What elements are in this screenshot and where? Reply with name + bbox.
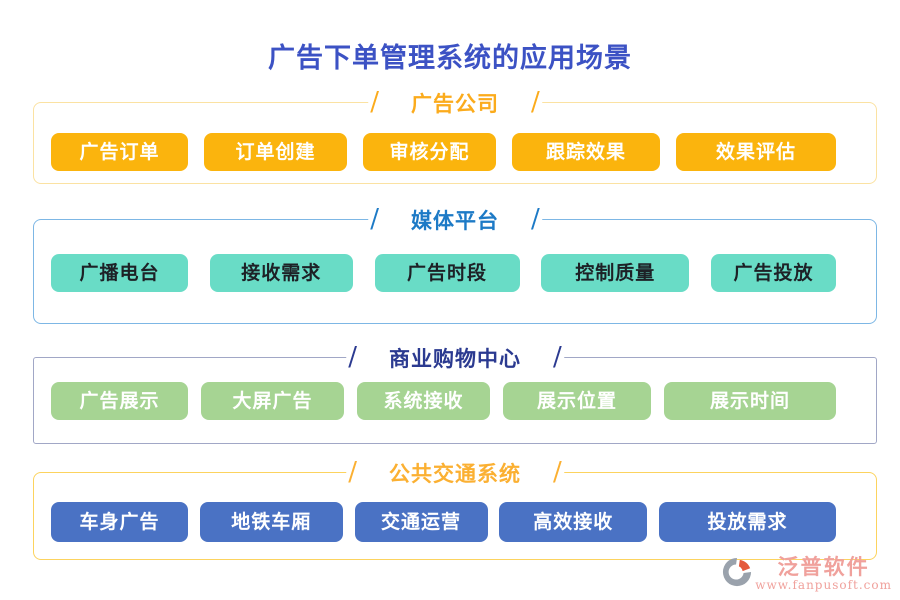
section-title: 公共交通系统 bbox=[389, 461, 521, 486]
diagram-node: 系统接收 bbox=[357, 382, 490, 420]
diagram-node: 广告订单 bbox=[51, 133, 188, 171]
watermark-text: 泛普软件 www.fanpusoft.com bbox=[755, 555, 892, 592]
section-title: 媒体平台 bbox=[411, 208, 499, 233]
diagram-node: 地铁车厢 bbox=[199, 502, 343, 542]
diagram-node: 订单创建 bbox=[204, 133, 347, 171]
slash-decoration-right: / bbox=[553, 457, 562, 487]
diagram-node: 高效接收 bbox=[499, 502, 648, 542]
section-header: / 媒体平台 / bbox=[368, 205, 542, 235]
node-row: 广告订单 订单创建 审核分配 跟踪效果 效果评估 bbox=[51, 133, 836, 171]
node-row: 车身广告 地铁车厢 交通运营 高效接收 投放需求 bbox=[51, 502, 836, 542]
diagram-node: 投放需求 bbox=[659, 502, 836, 542]
section-header: / 公共交通系统 / bbox=[346, 458, 564, 488]
watermark-brand: 泛普软件 bbox=[777, 553, 870, 579]
section-header: / 广告公司 / bbox=[368, 88, 542, 118]
slash-decoration-right: / bbox=[553, 342, 562, 372]
diagram-node: 广告时段 bbox=[374, 254, 520, 292]
diagram-node: 车身广告 bbox=[51, 502, 188, 542]
slash-decoration-right: / bbox=[531, 204, 540, 234]
node-row: 广告展示 大屏广告 系统接收 展示位置 展示时间 bbox=[51, 382, 836, 420]
slash-decoration-left: / bbox=[370, 87, 379, 117]
slash-decoration-left: / bbox=[348, 457, 357, 487]
fanpu-logo-icon bbox=[723, 557, 752, 586]
diagram-node: 展示时间 bbox=[664, 382, 836, 420]
section-shopping-mall: / 商业购物中心 / 广告展示 大屏广告 系统接收 展示位置 展示时间 bbox=[33, 343, 877, 444]
section-title: 广告公司 bbox=[411, 91, 499, 116]
watermark-url: www.fanpusoft.com bbox=[755, 578, 892, 592]
watermark: 泛普软件 www.fanpusoft.com bbox=[722, 555, 892, 592]
diagram-node: 展示位置 bbox=[503, 382, 651, 420]
slash-decoration-left: / bbox=[370, 204, 379, 234]
section-header: / 商业购物中心 / bbox=[346, 343, 564, 373]
diagram-node: 接收需求 bbox=[209, 254, 353, 292]
diagram-node: 效果评估 bbox=[676, 133, 836, 171]
section-advertising-company: / 广告公司 / 广告订单 订单创建 审核分配 跟踪效果 效果评估 bbox=[33, 88, 877, 184]
diagram-node: 广告展示 bbox=[51, 382, 188, 420]
diagram-node: 控制质量 bbox=[541, 254, 690, 292]
diagram-node: 广告投放 bbox=[711, 254, 836, 292]
diagram-node: 大屏广告 bbox=[201, 382, 344, 420]
diagram-node: 跟踪效果 bbox=[512, 133, 660, 171]
diagram-node: 审核分配 bbox=[363, 133, 496, 171]
page-title: 广告下单管理系统的应用场景 bbox=[268, 43, 632, 74]
diagram-node: 广播电台 bbox=[51, 254, 188, 292]
section-title: 商业购物中心 bbox=[389, 346, 521, 371]
section-media-platform: / 媒体平台 / 广播电台 接收需求 广告时段 控制质量 广告投放 bbox=[33, 205, 877, 324]
section-public-transport: / 公共交通系统 / 车身广告 地铁车厢 交通运营 高效接收 投放需求 bbox=[33, 458, 877, 560]
slash-decoration-left: / bbox=[348, 342, 357, 372]
slash-decoration-right: / bbox=[531, 87, 540, 117]
node-row: 广播电台 接收需求 广告时段 控制质量 广告投放 bbox=[51, 254, 836, 292]
diagram-node: 交通运营 bbox=[354, 502, 488, 542]
